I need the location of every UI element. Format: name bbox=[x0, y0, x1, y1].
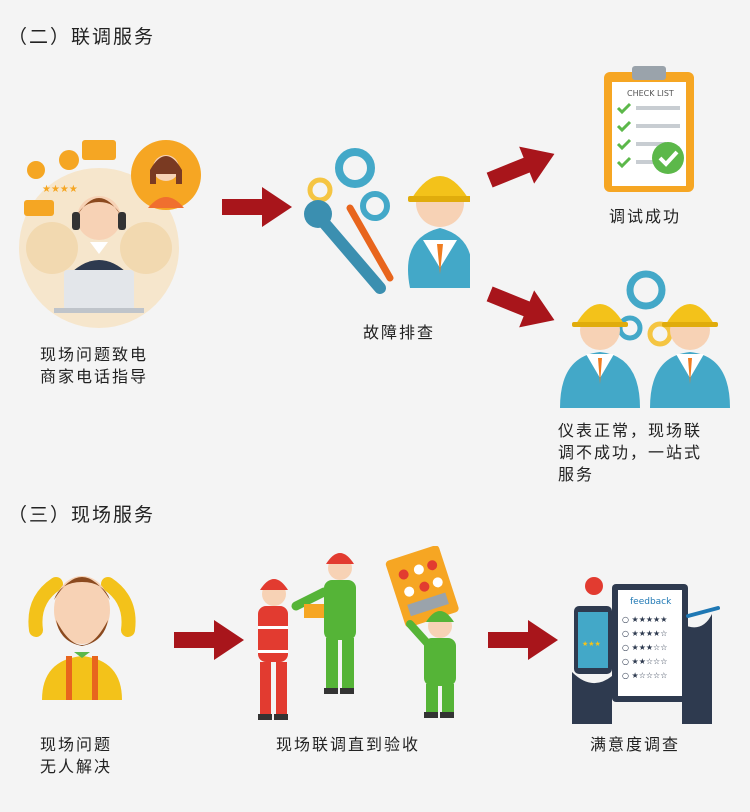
svg-text:○ ★☆☆☆☆: ○ ★☆☆☆☆ bbox=[622, 671, 667, 680]
svg-text:★★★★: ★★★★ bbox=[42, 184, 78, 195]
arrow-down-right-icon bbox=[486, 286, 555, 328]
step-label-troubleshooting: 故障排查 bbox=[363, 323, 436, 342]
call-center-operator-icon: ★★★★ bbox=[14, 130, 204, 330]
field-workers-icon bbox=[244, 546, 474, 722]
svg-text:○ ★★★★☆: ○ ★★★★☆ bbox=[622, 629, 667, 638]
arrow-right-icon bbox=[222, 187, 292, 227]
checklist-clipboard-icon: CHECK LIST bbox=[600, 62, 698, 194]
step-label-until-acceptance: 现场联调直到验收 bbox=[276, 735, 421, 754]
step-label-phone-guidance: 现场问题致电 商家电话指导 bbox=[40, 345, 149, 386]
two-engineers-icon bbox=[556, 268, 734, 408]
step-label-satisfaction-survey: 满意度调查 bbox=[590, 735, 681, 754]
step-label-debug-success: 调试成功 bbox=[609, 207, 682, 226]
engineer-with-tools-icon bbox=[300, 148, 470, 308]
section-title-liantiao: （二）联调服务 bbox=[8, 26, 156, 48]
section-title-xianchang: （三）现场服务 bbox=[8, 504, 156, 526]
feedback-survey-icon: feedback ○ ★★★★★ ○ ★★★★☆ ○ ★★★☆☆ ○ ★★☆☆☆… bbox=[572, 576, 722, 724]
arrow-right-icon bbox=[488, 620, 558, 660]
svg-text:○ ★★★★★: ○ ★★★★★ bbox=[622, 615, 667, 624]
confused-man-icon bbox=[26, 560, 138, 700]
svg-text:○ ★★☆☆☆: ○ ★★☆☆☆ bbox=[622, 657, 667, 666]
feedback-form-title: feedback bbox=[630, 597, 672, 607]
step-label-onsite-one-stop: 仪表正常，现场联 调不成功，一站式 服务 bbox=[558, 421, 703, 484]
arrow-up-right-icon bbox=[486, 146, 555, 188]
arrow-right-icon bbox=[174, 620, 244, 660]
clipboard-title: CHECK LIST bbox=[627, 89, 674, 98]
svg-text:★★★: ★★★ bbox=[582, 640, 601, 648]
step-label-no-one-solves: 现场问题 无人解决 bbox=[40, 735, 113, 776]
svg-text:○ ★★★☆☆: ○ ★★★☆☆ bbox=[622, 643, 667, 652]
